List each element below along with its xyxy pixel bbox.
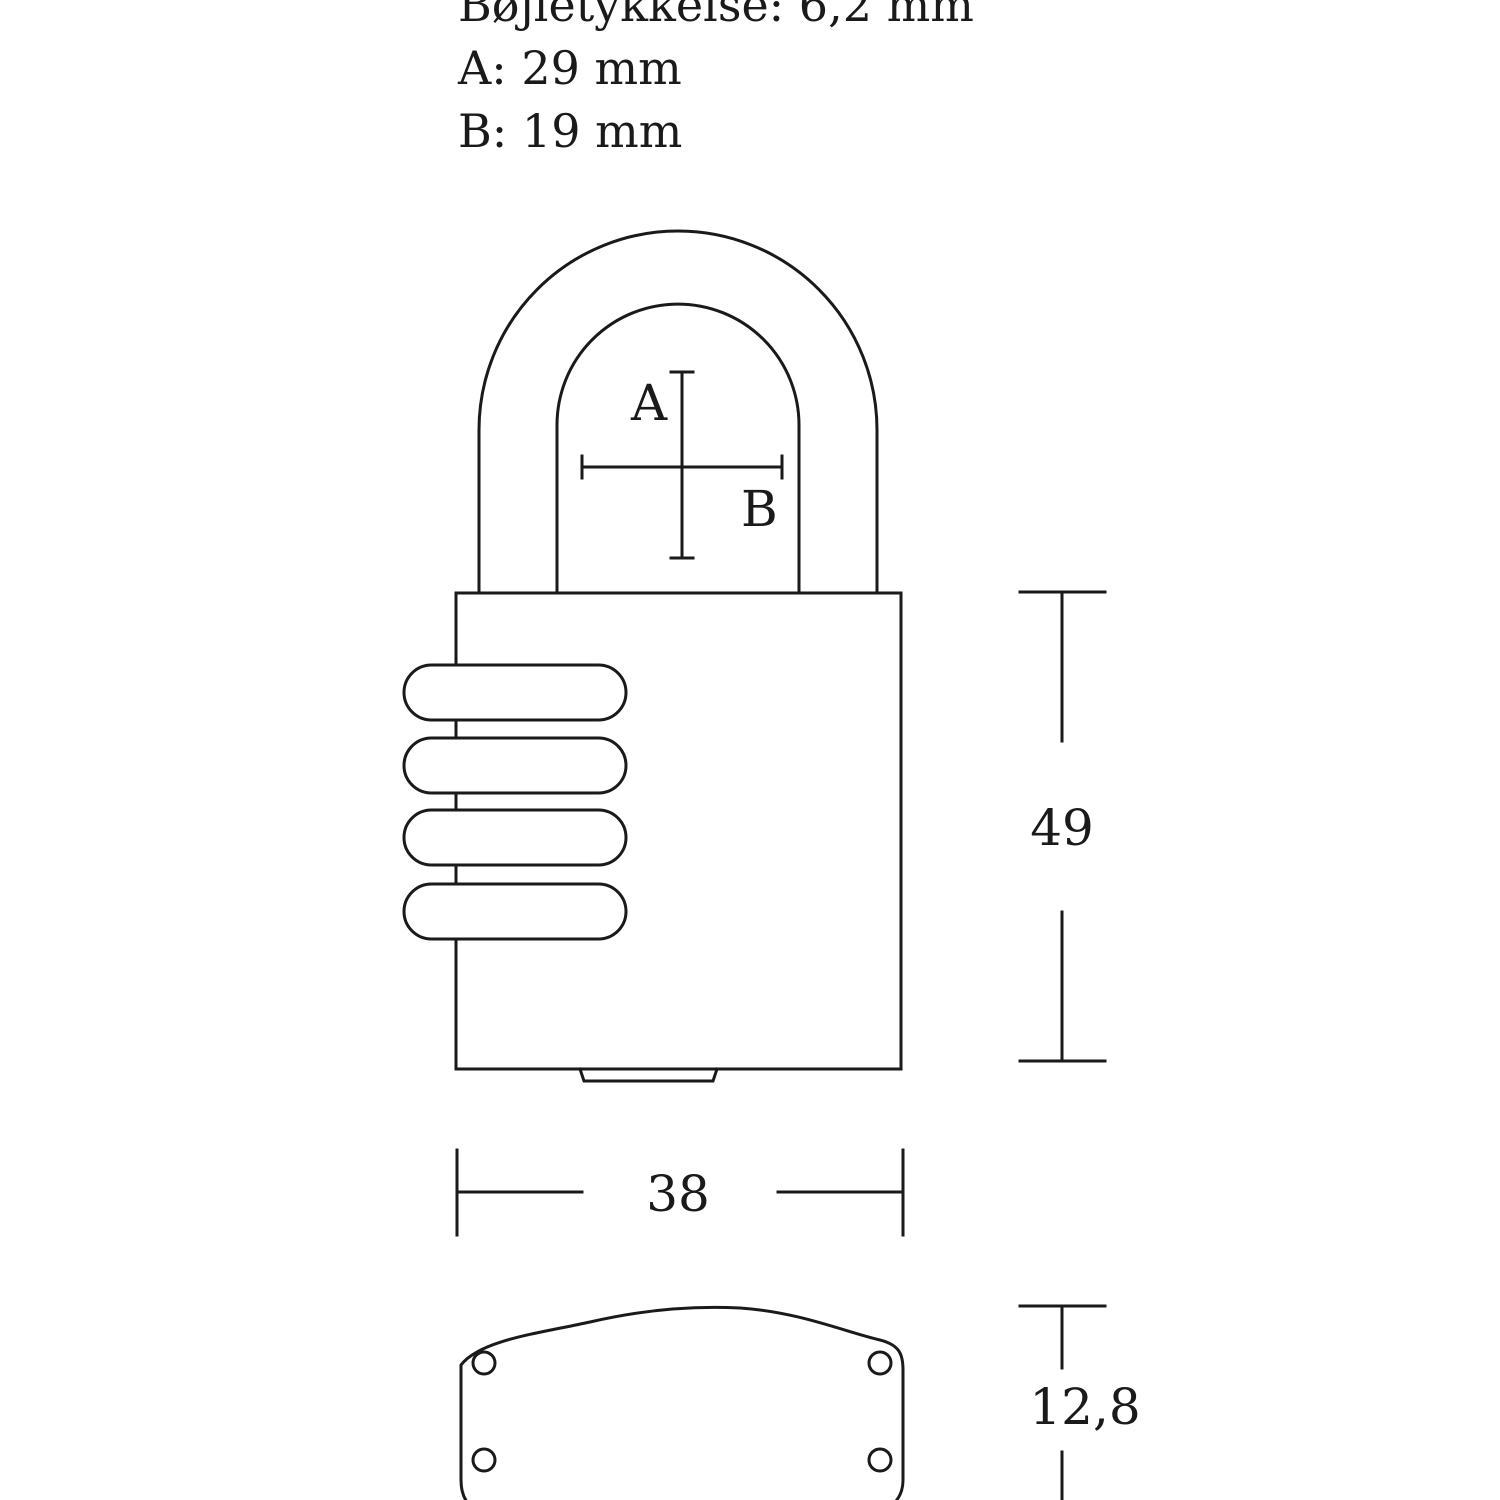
dial-4 xyxy=(402,882,628,941)
lock-bottom-notch xyxy=(578,1067,719,1083)
width-value: 38 xyxy=(646,1165,710,1223)
dimension-b-spec: B: 19 mm xyxy=(458,104,683,158)
dial-3 xyxy=(402,808,628,867)
label-b: B xyxy=(741,480,778,538)
height-dimension xyxy=(1018,590,1107,1063)
shackle-thickness-spec: Bøjletykkelse: 6,2 mm xyxy=(458,0,974,32)
combination-dials xyxy=(402,663,628,941)
depth-value: 12,8 xyxy=(1029,1378,1140,1436)
lock-bottom-view xyxy=(459,1305,905,1500)
shackle xyxy=(477,229,879,594)
hole-top-left xyxy=(471,1350,497,1376)
height-value: 49 xyxy=(1030,799,1094,857)
dial-1 xyxy=(402,663,628,722)
dimension-a-spec: A: 29 mm xyxy=(458,41,682,95)
hole-top-right xyxy=(867,1350,893,1376)
shackle-outer xyxy=(477,229,879,594)
shackle-inner xyxy=(555,302,801,594)
shackle-measure-cross xyxy=(580,370,784,560)
label-a: A xyxy=(630,374,668,432)
mounting-holes xyxy=(471,1350,893,1473)
width-dimension xyxy=(455,1148,905,1237)
dial-2 xyxy=(402,736,628,795)
hole-bottom-right xyxy=(867,1447,893,1473)
depth-dimension xyxy=(1018,1304,1107,1500)
hole-bottom-left xyxy=(471,1447,497,1473)
